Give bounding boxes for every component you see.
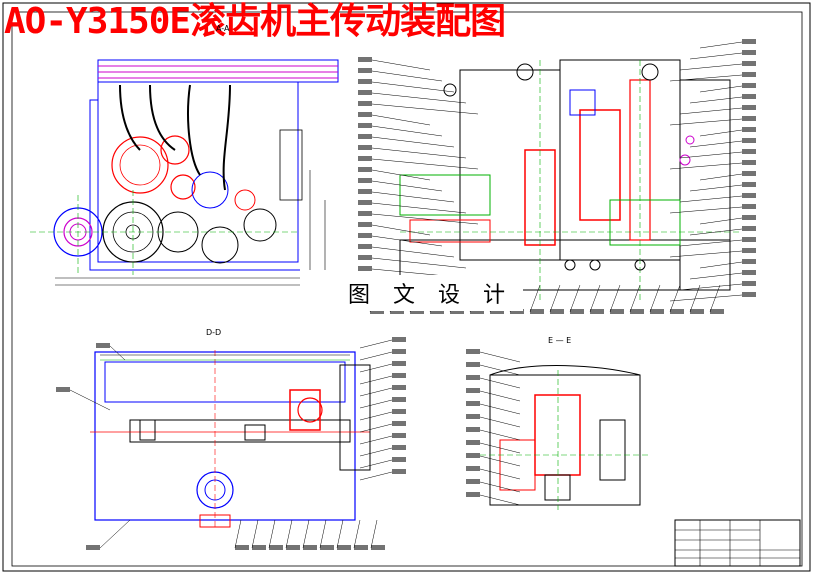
section-label-d-d: D-D [206,328,222,337]
section-label-e-e: E — E [548,336,572,345]
view-e-e [480,365,650,510]
view-main-section [399,59,740,300]
watermark-text: 图 文 设 计 [338,275,523,311]
view-a-a [30,59,339,286]
view-d-d [90,350,371,530]
drawing-title: AO-Y3150E滚齿机主传动装配图 [4,1,506,42]
inner-border [11,11,803,567]
section-label-a-a: A-A [216,24,230,33]
title-block [674,519,801,567]
outer-border [2,2,811,572]
